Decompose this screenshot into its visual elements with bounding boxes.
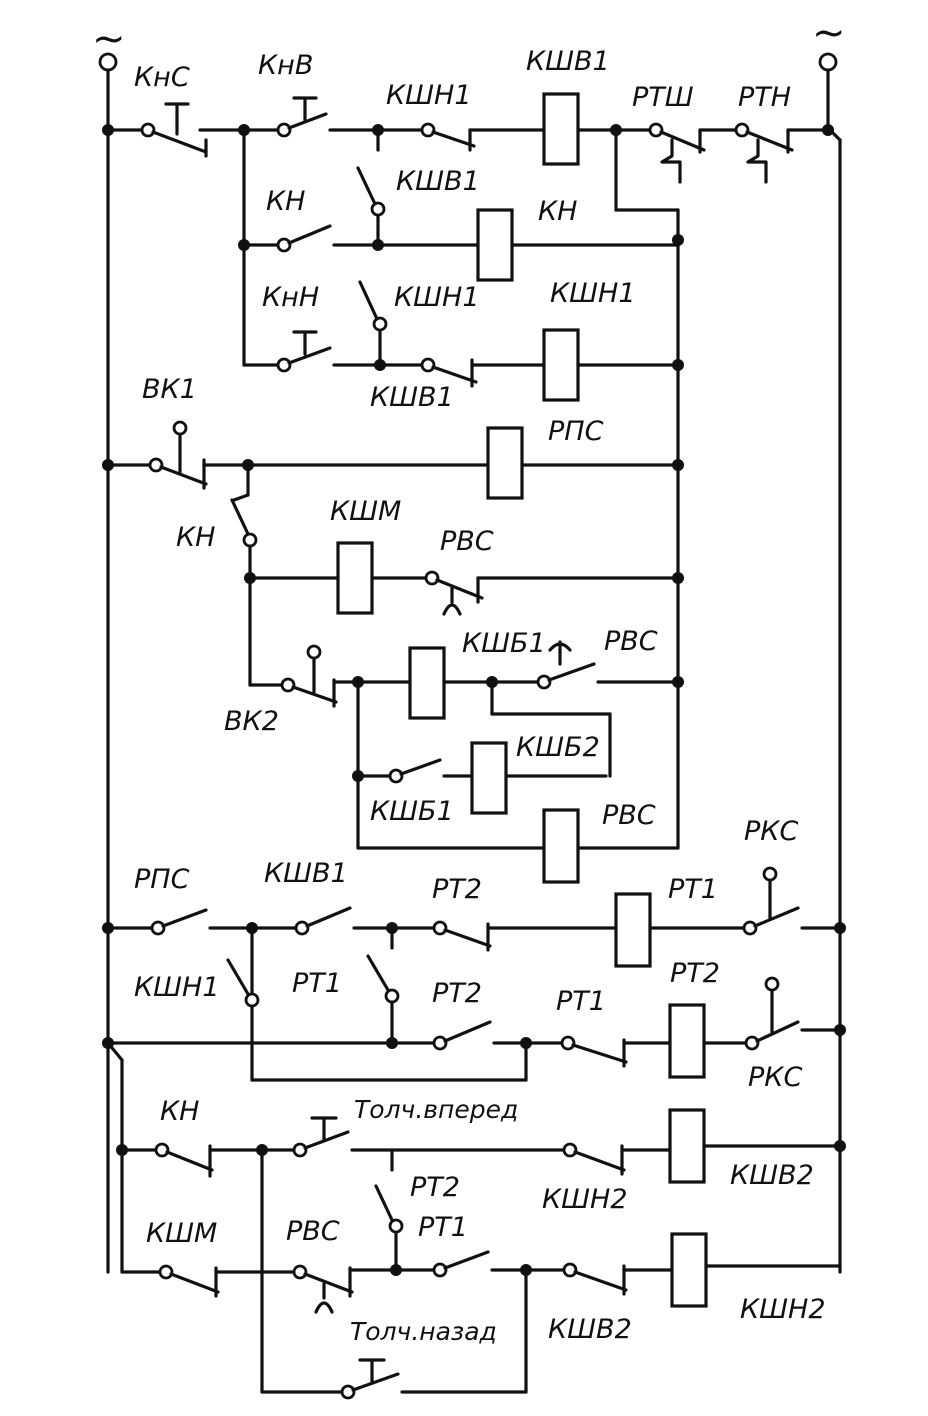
label-rvs-coil: РВС [602, 800, 656, 831]
label-kshn2-coil: КШН2 [740, 1294, 826, 1325]
label-kshv1-nc: КШВ1 [370, 382, 454, 413]
label-kshv1-contact2: КШВ1 [264, 858, 348, 889]
label-rt1-contact2: РТ1 [556, 986, 606, 1017]
label-knv: КнВ [258, 50, 313, 81]
rung-jog-back [260, 1358, 528, 1400]
supply-terminal-right: ~ [812, 10, 846, 72]
label-rks-contact2: РКС [748, 1062, 802, 1093]
label-kshv2-coil: КШВ2 [730, 1160, 814, 1191]
label-kshn1-top: КШН1 [386, 80, 472, 111]
rung-rps [102, 420, 684, 500]
label-kshm-coil: КШМ [330, 496, 401, 527]
ac-symbol-right: ~ [812, 10, 846, 56]
rung-kshm [230, 463, 684, 687]
rung-kshv1 [102, 92, 834, 242]
label-rt2-contact3: РТ2 [410, 1172, 460, 1203]
label-kshv1-coil: КШВ1 [526, 46, 610, 77]
supply-terminal-left: ~ [92, 16, 126, 72]
label-rt1-coil: РТ1 [668, 874, 718, 905]
label-knn: КнН [262, 282, 319, 313]
label-vk1: ВК1 [142, 374, 197, 405]
label-kn-contact2: КН [176, 522, 215, 553]
label-kshv2-contact: КШВ2 [548, 1314, 632, 1345]
rung-rvs [356, 808, 680, 884]
label-kshb2-coil: КШБ2 [516, 732, 600, 763]
label-rt2-contact: РТ2 [432, 874, 482, 905]
component-labels: КнС КнВ КШН1 КШВ1 РТШ РТН КН КШВ1 КН КнН… [134, 46, 826, 1346]
label-rt1-contact3: РТ1 [418, 1212, 468, 1243]
power-rails [106, 68, 842, 1274]
rung-kshb1 [248, 640, 684, 850]
label-rvs-contact2: РВС [604, 626, 658, 657]
label-rks-contact: РКС [744, 816, 798, 847]
label-tolch-vpered: Толч.вперед [354, 1095, 518, 1124]
rung-kshn1 [242, 280, 684, 402]
label-rt1-contact: РТ1 [292, 968, 342, 999]
label-kshn1-contact: КШН1 [394, 282, 480, 313]
label-rtsh: РТШ [632, 82, 694, 113]
label-knc: КнС [134, 62, 190, 93]
label-rvs-contact3: РВС [286, 1216, 340, 1247]
label-kshn2-contact: КШН2 [542, 1184, 628, 1215]
rung-rt2 [102, 926, 846, 1082]
label-kn-contact: КН [266, 186, 305, 217]
label-rt2-coil: РТ2 [670, 958, 720, 989]
label-kshm-contact: КШМ [146, 1218, 217, 1249]
label-rps-contact: РПС [134, 864, 190, 895]
rung-kshn2 [120, 1184, 842, 1394]
label-rtn: РТН [738, 82, 791, 113]
label-vk2: ВК2 [224, 706, 279, 737]
rung-kshb2 [352, 741, 508, 815]
label-rt2-contact2: РТ2 [432, 978, 482, 1009]
label-tolch-nazad: Толч.назад [350, 1317, 497, 1346]
label-rvs-contact: РВС [440, 526, 494, 557]
label-rps-coil: РПС [548, 416, 604, 447]
label-kshb1-coil: КШБ1 [462, 628, 546, 659]
label-kn-coil: КН [538, 196, 577, 227]
label-kshb1-contact: КШБ1 [370, 796, 454, 827]
label-kshn1-contact2: КШН1 [134, 972, 220, 1003]
rung-kn [238, 128, 684, 367]
label-kshv1-contact: КШВ1 [396, 166, 480, 197]
label-kn-contact3: КН [160, 1096, 199, 1127]
label-kshn1-coil: КШН1 [550, 278, 636, 309]
